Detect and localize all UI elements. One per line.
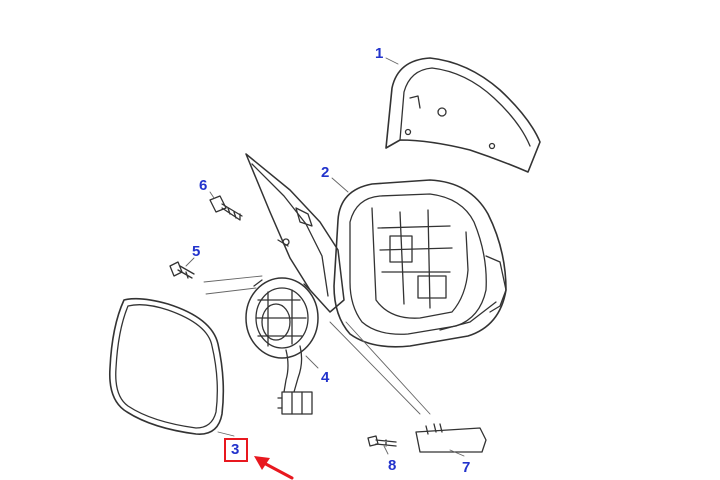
bolt-part	[209, 195, 243, 221]
callout-8: 8	[388, 457, 397, 474]
mirror-cap-part	[385, 57, 541, 173]
callout-2: 2	[321, 164, 330, 181]
mirror-glass-part	[108, 297, 225, 435]
callout-7: 7	[462, 459, 471, 476]
small-screw-part	[169, 261, 195, 279]
highlight-arrow	[254, 456, 294, 480]
puddle-lamp-part	[415, 423, 487, 453]
screw-part-8	[367, 435, 397, 447]
part-3-highlight-box	[224, 438, 248, 462]
mirror-housing-part	[333, 179, 507, 348]
callout-5: 5	[192, 243, 201, 260]
mirror-base-arm-part	[245, 153, 345, 313]
callout-6: 6	[199, 177, 208, 194]
leader-lines	[185, 57, 465, 457]
callout-4: 4	[321, 369, 330, 386]
mirror-motor-part	[245, 277, 319, 415]
callout-3: 3	[231, 441, 240, 458]
callout-1: 1	[375, 45, 384, 62]
